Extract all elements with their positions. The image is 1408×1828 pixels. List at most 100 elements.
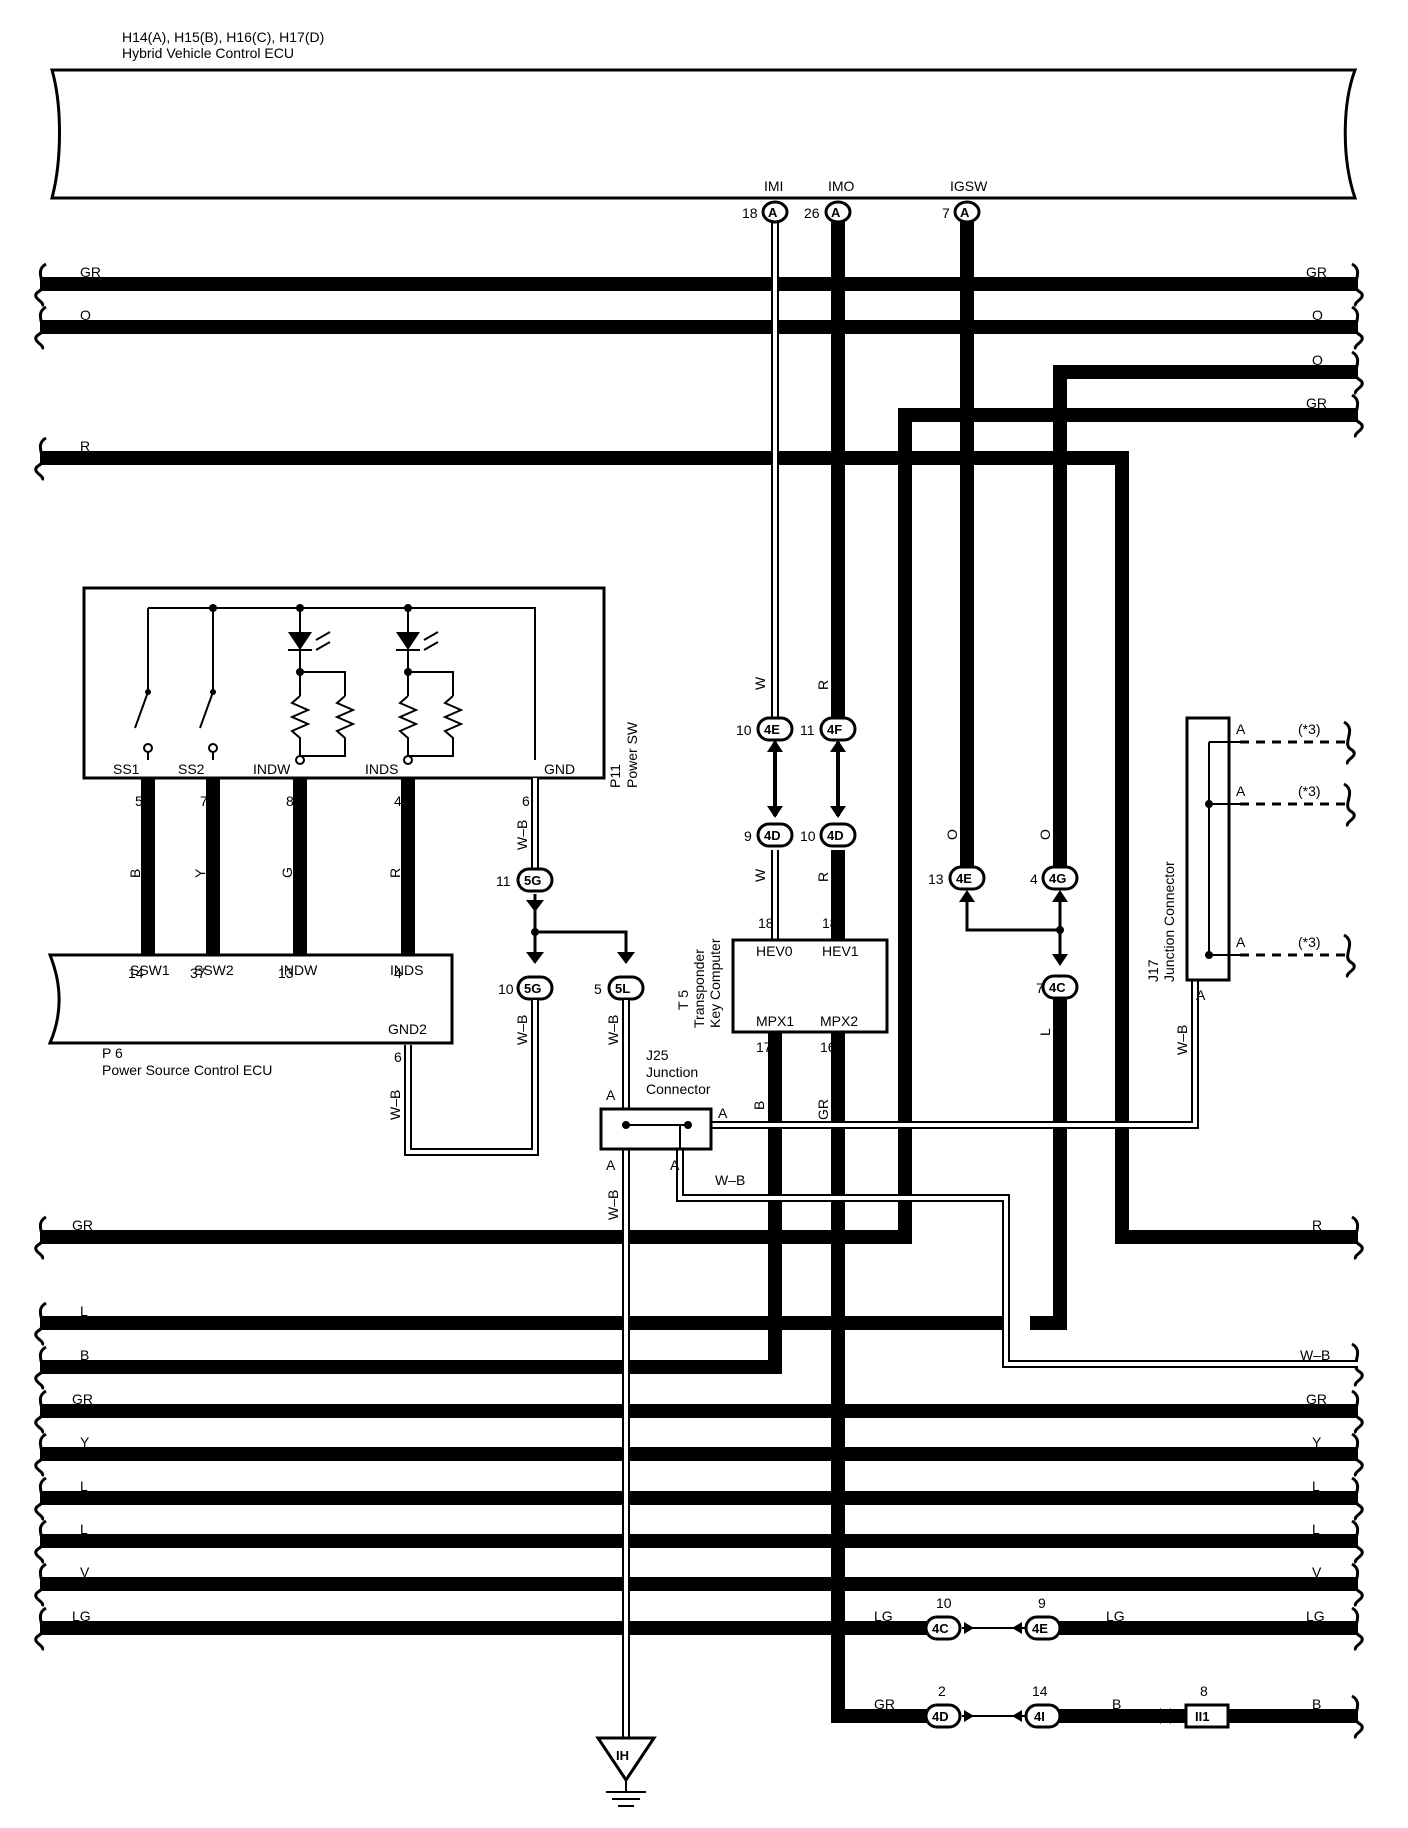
bus-right-4: R [1312, 1217, 1322, 1233]
imi-color-lower: W [752, 868, 768, 882]
c4c-a-num: 7 [1036, 980, 1044, 996]
hv-ecu-wires [771, 222, 974, 940]
bus-right-11: LG [1306, 1608, 1325, 1624]
b-mid-label: B [1112, 1696, 1121, 1712]
psc-ecu-name: Power Source Control ECU [102, 1062, 272, 1078]
power-source-control-ecu: 14 37 13 4 SSW1 SSW1 SSW1 SSW1 SSW1 SSW1… [47, 940, 454, 1045]
wb-j17-color: W–B [1174, 1025, 1190, 1055]
c5l-num: 5 [594, 981, 602, 997]
tkc-name-1: Transponder [691, 949, 707, 1028]
c4e-c-label: 4E [1032, 1621, 1048, 1636]
bus-left-8: L [80, 1478, 88, 1494]
psc-ecu-ref: P 6 [102, 1045, 123, 1061]
bus-right-9: L [1312, 1521, 1320, 1537]
hv-ecu-name: Hybrid Vehicle Control ECU [122, 45, 294, 61]
transponder-key-computer: 18 18 HEV0 HEV1 MPX1 MPX2 17 16 T 5 Tran… [675, 915, 889, 1055]
pin-imo: IMO [828, 178, 855, 194]
c4d-a-num: 9 [744, 828, 752, 844]
gnd-psc-color: W–B [387, 1090, 403, 1120]
cii1-num: 8 [1200, 1683, 1208, 1699]
bus-right-1: O [1312, 307, 1323, 323]
tkc-ref: T 5 [675, 990, 691, 1010]
inds-name: INDS [390, 962, 423, 978]
gnd2-name: GND2 [388, 1021, 427, 1037]
j17-note-3: (*3) [1298, 934, 1321, 950]
mpx2-color: GR [815, 1099, 831, 1120]
psc-num-13: 13 [278, 965, 294, 981]
c4f-label: 4F [827, 722, 842, 737]
bus-left-0: GR [80, 264, 101, 280]
psw-num-8: 8 [286, 793, 294, 809]
tkc-num-hev0: 18 [758, 915, 774, 931]
bus-left-4: L [80, 1303, 88, 1319]
wire-break-mark [1351, 1519, 1364, 1565]
psw-num-4: 4 [394, 793, 402, 809]
wire-break-mark [1351, 305, 1364, 351]
junction-connectors-b: 13 4E 4 4G 7 4C [928, 865, 1079, 1000]
wire-break-mark [34, 1215, 47, 1261]
bus-right-5: W–B [1300, 1347, 1330, 1363]
wire-break-mark [1351, 1562, 1364, 1608]
j17-junction-connector: A A A (*3) (*3) (*3) A J17 Junction Conn… [1145, 716, 1345, 1003]
psc-num-37: 37 [190, 965, 206, 981]
c4i-num: 14 [1032, 1683, 1048, 1699]
imo-color-upper: R [815, 680, 831, 690]
j17-ref: J17 [1145, 959, 1161, 982]
bus-left-9: L [80, 1521, 88, 1537]
bus-left-1: O [80, 307, 91, 323]
bus-left-5: B [80, 1347, 89, 1363]
wire-break-mark [34, 1389, 47, 1435]
wire-break-mark [1351, 1476, 1364, 1522]
psw-num-6: 6 [522, 793, 530, 809]
c4e-c-num: 9 [1038, 1595, 1046, 1611]
c4d-a-label: 4D [764, 828, 781, 843]
wire-break-mark [1351, 262, 1364, 308]
psw-pin-inds: INDS [365, 761, 398, 777]
bus-right-12: B [1312, 1696, 1321, 1712]
wire-break-mark [34, 1345, 47, 1391]
j25-pin-right: A [718, 1105, 728, 1121]
hybrid-vehicle-control-ecu: H14(A), H15(B), H16(C), H17(D) Hybrid Ve… [50, 29, 1358, 200]
inds-color: R [387, 868, 403, 878]
wire-break-mark [34, 1519, 47, 1565]
c4e-a-num: 10 [736, 722, 752, 738]
pin-imo-conn: A [831, 205, 841, 220]
imo-color-lower: R [815, 872, 831, 882]
j17-pin-a3: A [1236, 934, 1246, 950]
ss2-color: Y [192, 868, 208, 878]
wire-break-mark [34, 1476, 47, 1522]
c4d-c-label: 4D [932, 1709, 949, 1724]
psw-pin-indw: INDW [253, 761, 291, 777]
ssw1-name: SSW1 [130, 962, 170, 978]
c4d-c-num: 2 [938, 1683, 946, 1699]
psc-num-4: 4 [394, 965, 402, 981]
bus-right-6: GR [1306, 1391, 1327, 1407]
bus-wires [40, 277, 1358, 1723]
psc-ecu-pinnames: SSW1 SSW2 INDW INDS GND2 P 6 Power Sourc… [102, 962, 427, 1078]
ground-symbol: IH [595, 1736, 657, 1807]
wire-break-mark [1351, 393, 1364, 439]
wire-break-mark [1351, 1215, 1364, 1261]
wire-break-mark [1351, 1389, 1364, 1435]
power-sw: SS1 SS2 INDW INDS GND P11 Power SW [82, 586, 640, 788]
power-sw-ref: P11 [607, 764, 623, 788]
wb-5l-color: W–B [605, 1015, 621, 1045]
wire-break-mark [34, 1562, 47, 1608]
tkc-name-2: Key Computer [707, 938, 723, 1028]
vertical-wire-labels: W R W R O O L B GR [751, 676, 1053, 1120]
j25-name-1: Junction [646, 1064, 698, 1080]
wire-break-mark [34, 1432, 47, 1478]
c4e-a-label: 4E [764, 722, 780, 737]
tkc-pin-hev0: HEV0 [756, 943, 793, 959]
gnd2-harness: W–B W–B [387, 1000, 539, 1156]
wb-j25-down-color: W–B [605, 1190, 621, 1220]
j25-ref: J25 [646, 1047, 669, 1063]
wire-break-mark [1343, 782, 1356, 828]
psw-num-7: 7 [200, 793, 208, 809]
wire-break-mark [34, 1606, 47, 1652]
c4e-b-label: 4E [956, 871, 972, 886]
bus-left-10: V [80, 1564, 90, 1580]
j17-note-1: (*3) [1298, 721, 1321, 737]
ground-label: IH [616, 1748, 629, 1763]
pin-imi-conn: A [768, 205, 778, 220]
